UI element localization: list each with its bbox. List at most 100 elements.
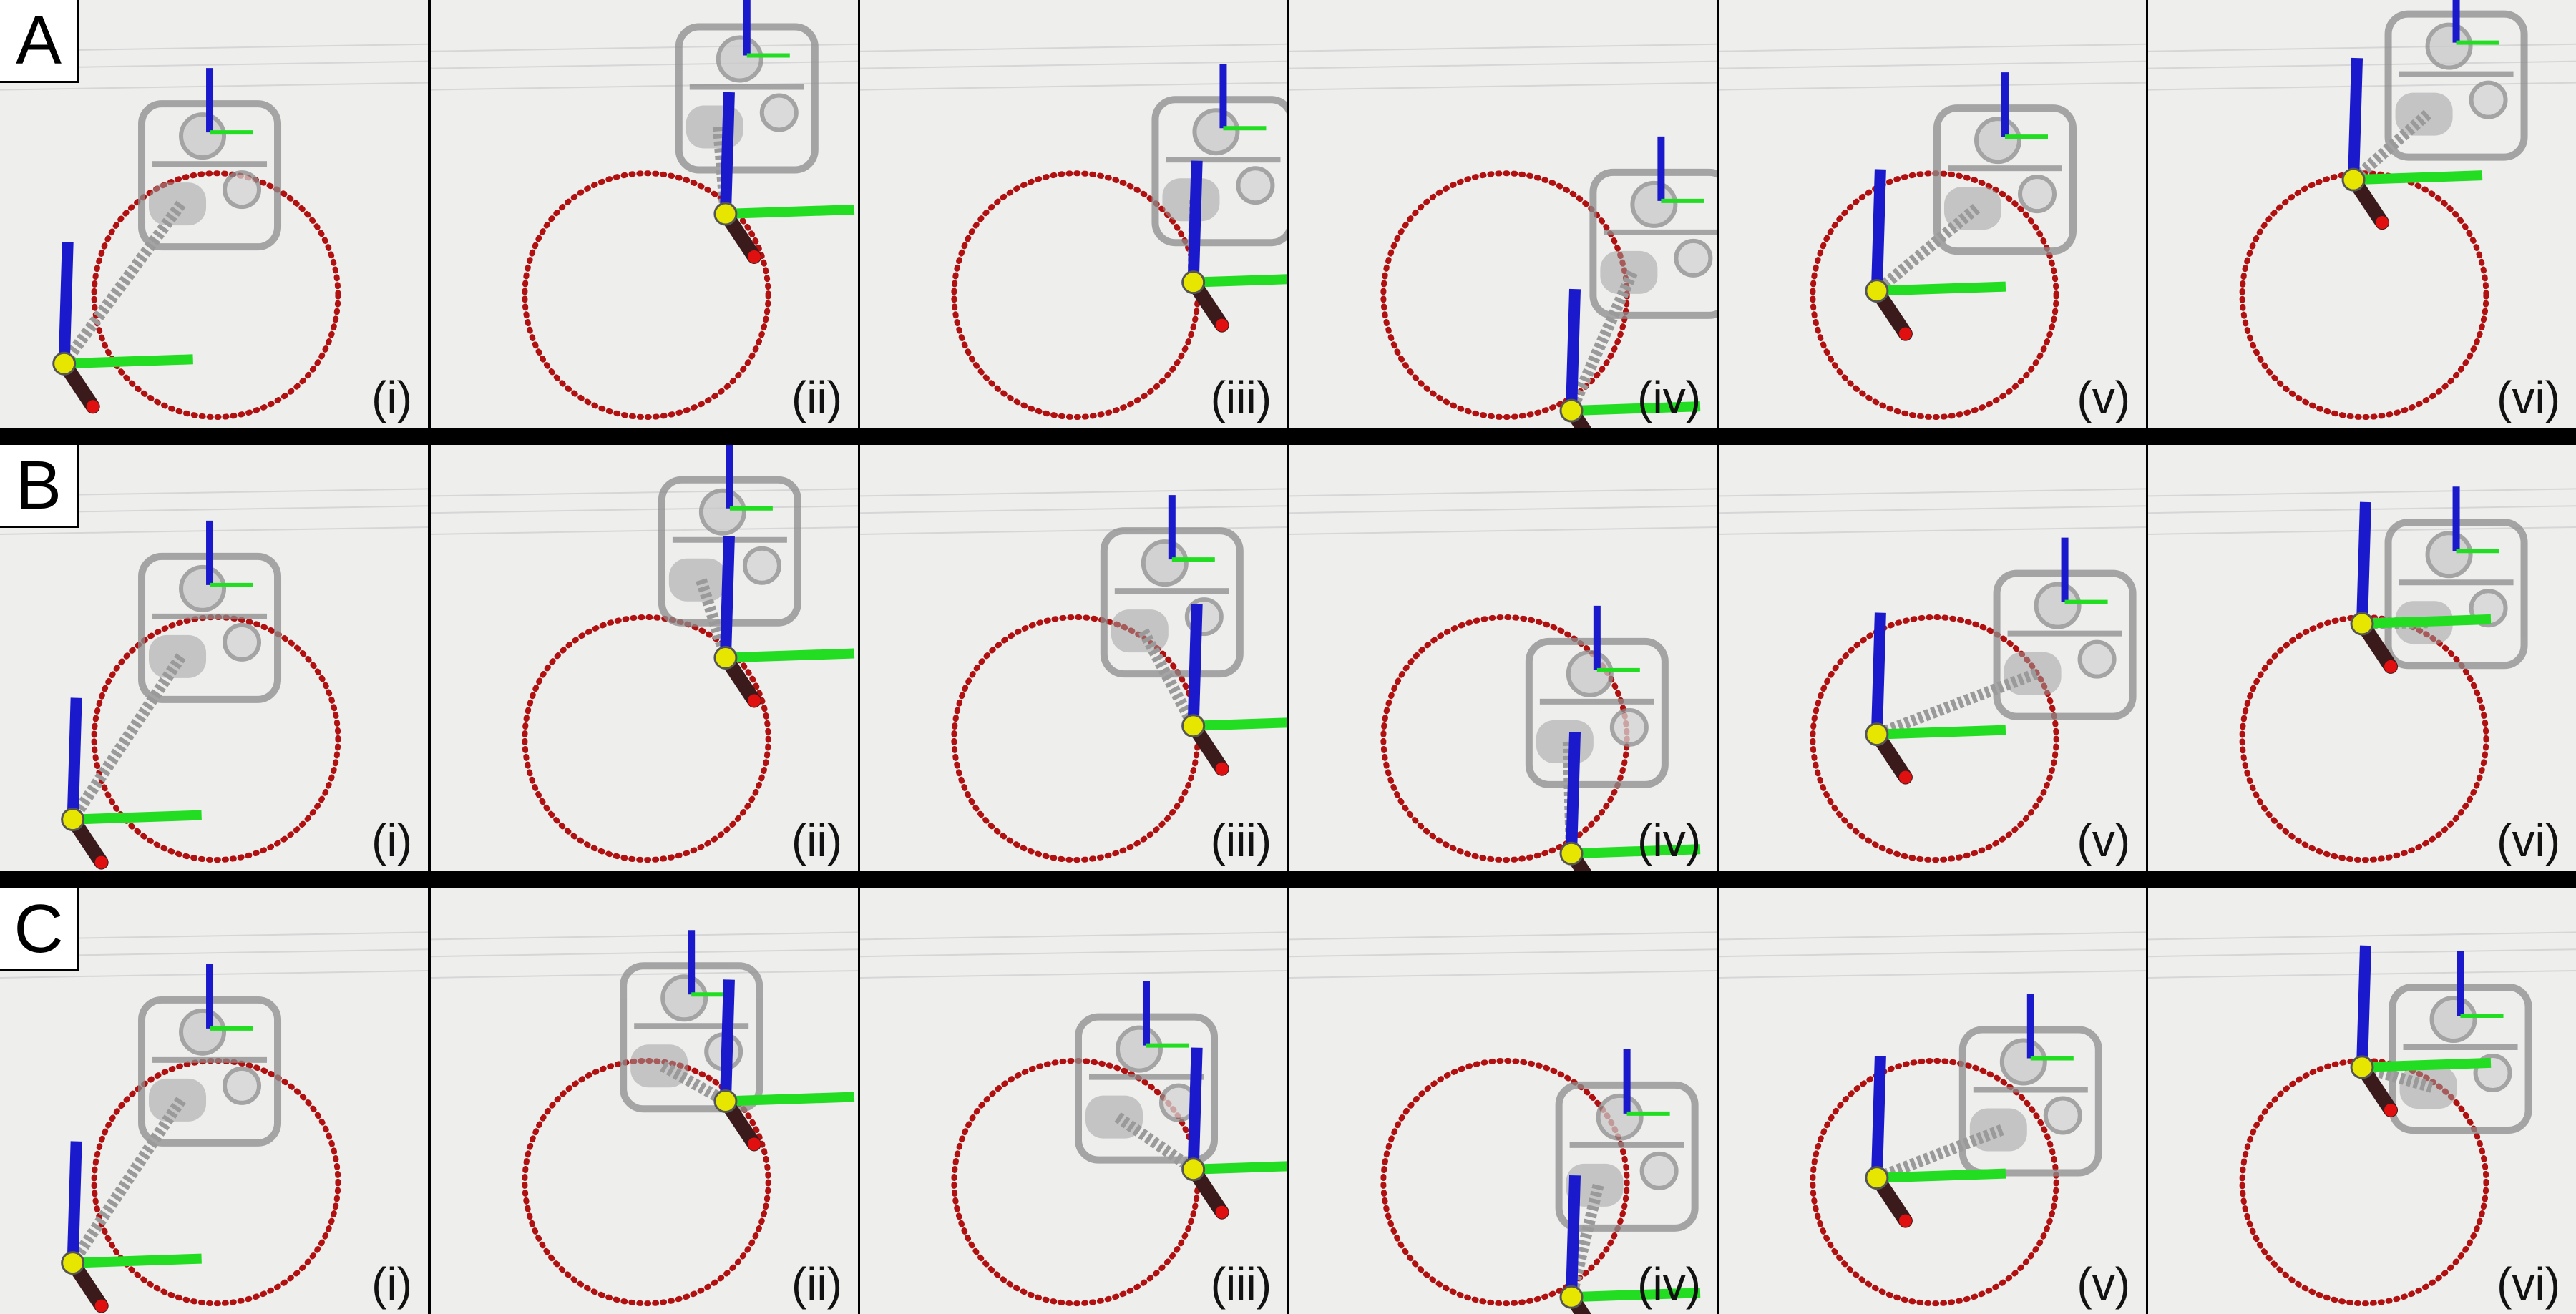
end-effector-sphere (2350, 612, 2374, 636)
tool-z-axis (1187, 604, 1203, 726)
tool-z-axis (1870, 612, 1886, 735)
tool-y-axis (1571, 844, 1701, 859)
panel-b-4: (iv) (1289, 445, 1717, 871)
end-effector-sphere (52, 351, 77, 376)
tool-y-axis (1193, 274, 1287, 288)
panel-label: (ii) (791, 372, 842, 423)
background-grid (1719, 488, 2146, 535)
background-grid (860, 931, 1287, 979)
background-grid (860, 488, 1287, 535)
coiled-arm (1138, 628, 1199, 729)
panel-c-2: (ii) (431, 888, 858, 1314)
end-effector-sphere (713, 202, 738, 226)
end-effector-sphere (61, 808, 85, 832)
robot-body (1589, 168, 1717, 319)
panel-label: (vi) (2497, 1258, 2560, 1310)
tool-y-axis (2353, 170, 2483, 185)
tool-z-axis (2348, 57, 2363, 180)
simulation-scene (431, 445, 858, 863)
panel-label: (v) (2077, 1258, 2130, 1310)
coiled-arm (1873, 204, 1981, 295)
coiled-arm (2349, 109, 2431, 185)
panel-label: (vi) (2497, 815, 2560, 866)
panel-a-3: (iii) (860, 0, 1287, 428)
tool-y-axis (1193, 1161, 1287, 1175)
row-letter: A (0, 0, 79, 83)
panel-label: (iv) (1637, 1258, 1701, 1310)
tool-x-tip (1215, 762, 1229, 775)
background-grid (1289, 488, 1717, 535)
panel-label: (iii) (1210, 815, 1272, 866)
panel-c-3: (iii) (860, 888, 1287, 1314)
trajectory-circle (951, 614, 1201, 863)
end-effector-sphere (1559, 398, 1584, 423)
simulation-scene (1289, 931, 1717, 1314)
tool-z-axis (58, 242, 74, 364)
background-grid (1719, 43, 2146, 91)
tool-y-axis (1876, 1168, 2006, 1183)
tool-z-axis (1187, 1047, 1203, 1170)
panel-c-6: (vi) (2148, 888, 2576, 1314)
coiled-arm (67, 1097, 186, 1267)
simulation-scene (0, 43, 428, 421)
tool-z-axis (1566, 1175, 1581, 1298)
panel-c-4: (iv) (1289, 888, 1717, 1314)
panel-a-5: (v) (1719, 0, 2146, 428)
tool-z-axis (67, 697, 82, 820)
simulation-scene (0, 488, 428, 870)
tool-y-axis (72, 810, 202, 825)
panel-label: (ii) (791, 1258, 842, 1310)
end-effector-sphere (713, 1089, 738, 1113)
panel-b-3: (iii) (860, 445, 1287, 871)
panel-label: (i) (371, 372, 412, 423)
tool-z-axis (1870, 1056, 1886, 1178)
tool-x-tip (1898, 327, 1912, 340)
panel-a-2: (ii) (431, 0, 858, 428)
panel-label: (iv) (1637, 372, 1701, 423)
coiled-arm (1875, 668, 2039, 740)
tool-z-axis (2356, 501, 2371, 624)
simulation-scene (2148, 931, 2576, 1307)
trajectory-circle (2239, 614, 2489, 863)
panel-a-6: (vi) (2148, 0, 2576, 428)
tool-x-tip (747, 250, 761, 263)
coiled-arm (1114, 1112, 1197, 1175)
row-letter: C (0, 888, 79, 971)
tool-y-axis (725, 205, 855, 219)
simulation-scene (860, 488, 1287, 863)
end-effector-sphere (1181, 714, 1206, 738)
tool-x-tip (94, 855, 108, 869)
coiled-arm (660, 1061, 728, 1107)
tool-x-tip (747, 694, 761, 707)
tool-x-tip (2384, 1103, 2397, 1117)
tool-x-tip (2384, 660, 2397, 673)
end-effector-sphere (1181, 1157, 1206, 1182)
background-grid (431, 43, 858, 91)
tool-z-axis (67, 1141, 82, 1263)
tool-x-tip (747, 1137, 761, 1151)
tool-y-axis (725, 648, 855, 663)
tool-z-axis (719, 536, 735, 658)
end-effector-sphere (1181, 270, 1206, 295)
simulation-scene (2148, 486, 2576, 863)
tool-y-axis (1571, 401, 1701, 416)
tool-z-axis (1566, 731, 1581, 854)
panel-label: (i) (371, 1258, 412, 1310)
background-grid (1289, 931, 1717, 979)
trajectory-circle (1810, 614, 2059, 863)
simulation-scene (860, 931, 1287, 1307)
simulation-scene (2148, 0, 2576, 421)
tool-x-tip (1898, 770, 1912, 784)
trajectory-circle (2239, 170, 2489, 421)
simulation-scene (1289, 43, 1717, 428)
tool-y-axis (725, 1092, 855, 1107)
tool-y-axis (1876, 725, 2006, 740)
panel-c-5: (v) (1719, 888, 2146, 1314)
simulation-scene (1289, 488, 1717, 871)
simulation-scene (1719, 488, 2146, 863)
panel-label: (vi) (2497, 372, 2560, 423)
tool-x-tip (1898, 1214, 1912, 1227)
tool-y-axis (2361, 1057, 2492, 1072)
end-effector-sphere (713, 646, 738, 670)
background-grid (1289, 43, 1717, 91)
